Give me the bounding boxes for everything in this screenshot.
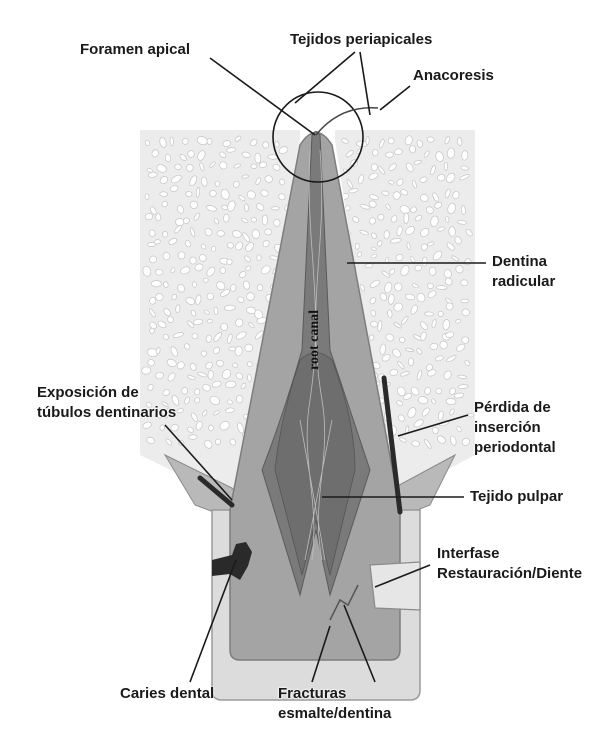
- bone-pore: [217, 230, 225, 236]
- bone-pore: [461, 337, 469, 344]
- bone-pore: [182, 138, 188, 144]
- bone-pore: [427, 283, 434, 289]
- bone-pore: [461, 150, 468, 160]
- bone-pore: [229, 347, 236, 351]
- bone-pore: [178, 252, 185, 260]
- label-perdida-insercion: Pérdida de inserción periodontal: [474, 398, 556, 458]
- bone-pore: [460, 279, 468, 286]
- bone-pore: [211, 246, 216, 252]
- bone-pore: [145, 194, 149, 200]
- bone-pore: [436, 388, 442, 394]
- bone-pore: [223, 214, 229, 222]
- bone-pore: [226, 259, 232, 266]
- bone-pore: [365, 263, 373, 268]
- bone-pore: [251, 164, 258, 169]
- label-anacoresis: Anacoresis: [413, 66, 494, 86]
- label-foramen-apical: Foramen apical: [80, 40, 190, 60]
- bone-pore: [215, 181, 220, 187]
- bone-pore: [369, 335, 374, 340]
- bone-pore: [245, 344, 253, 352]
- label-tejido-pulpar: Tejido pulpar: [470, 487, 563, 507]
- bone-pore: [215, 439, 220, 445]
- bone-pore: [429, 267, 436, 275]
- bone-pore: [145, 213, 153, 220]
- bone-pore: [408, 358, 413, 366]
- bone-pore: [192, 333, 198, 339]
- leader-tejidos-2: [360, 52, 370, 115]
- label-tejidos-periapicales: Tejidos periapicales: [290, 30, 432, 50]
- bone-pore: [207, 293, 214, 300]
- bone-pore: [372, 149, 378, 156]
- bone-pore: [468, 413, 474, 418]
- bone-pore: [366, 136, 370, 145]
- bone-pore: [427, 137, 435, 143]
- bone-pore: [186, 191, 193, 197]
- bone-pore: [203, 278, 209, 283]
- root-canal-text: root canal: [307, 310, 322, 370]
- bone-pore: [149, 297, 156, 304]
- bone-pore: [272, 207, 280, 210]
- bone-pore: [409, 145, 416, 153]
- bone-pore: [152, 281, 162, 287]
- bone-pore: [244, 204, 248, 212]
- bone-pore: [394, 283, 402, 291]
- bone-pore: [457, 137, 462, 145]
- bone-pore: [444, 162, 447, 171]
- bone-pore: [156, 214, 161, 221]
- bone-pore: [436, 285, 447, 289]
- bone-pore: [148, 172, 157, 178]
- bone-pore: [155, 372, 164, 379]
- leader-tejidos-1: [295, 52, 355, 103]
- bone-pore: [462, 309, 470, 317]
- bone-pore: [160, 192, 168, 197]
- bone-pore: [155, 269, 163, 275]
- bone-pore: [274, 141, 279, 147]
- bone-pore: [214, 307, 218, 315]
- bone-pore: [404, 213, 409, 224]
- bone-pore: [170, 137, 174, 146]
- bone-pore: [371, 163, 378, 171]
- bone-pore: [189, 435, 198, 440]
- bone-pore: [385, 152, 393, 158]
- bone-pore: [207, 138, 213, 145]
- bone-pore: [461, 299, 469, 303]
- bone-pore: [210, 190, 217, 197]
- bone-pore: [355, 243, 359, 249]
- bone-pore: [262, 215, 268, 225]
- bone-pore: [257, 255, 262, 261]
- bone-pore: [208, 370, 214, 379]
- bone-pore: [236, 395, 244, 403]
- bone-pore: [273, 219, 280, 227]
- bone-pore: [224, 305, 235, 311]
- bone-pore: [424, 312, 434, 316]
- leader-anacoresis: [380, 86, 410, 110]
- bone-pore: [220, 323, 228, 331]
- bone-pore: [175, 218, 184, 226]
- bone-pore: [220, 267, 226, 274]
- bone-pore: [182, 387, 188, 394]
- label-caries-dental: Caries dental: [120, 684, 214, 704]
- label-exposicion-tubulos: Exposición de túbulos dentinarios: [37, 383, 176, 423]
- label-interfase: Interfase Restauración/Diente: [437, 544, 582, 584]
- bone-pore: [189, 257, 197, 265]
- label-dentina-radicular: Dentina radicular: [492, 252, 555, 292]
- bone-pore: [384, 230, 390, 239]
- bone-pore: [160, 425, 165, 430]
- label-fracturas: Fracturas esmalte/dentina: [278, 684, 391, 724]
